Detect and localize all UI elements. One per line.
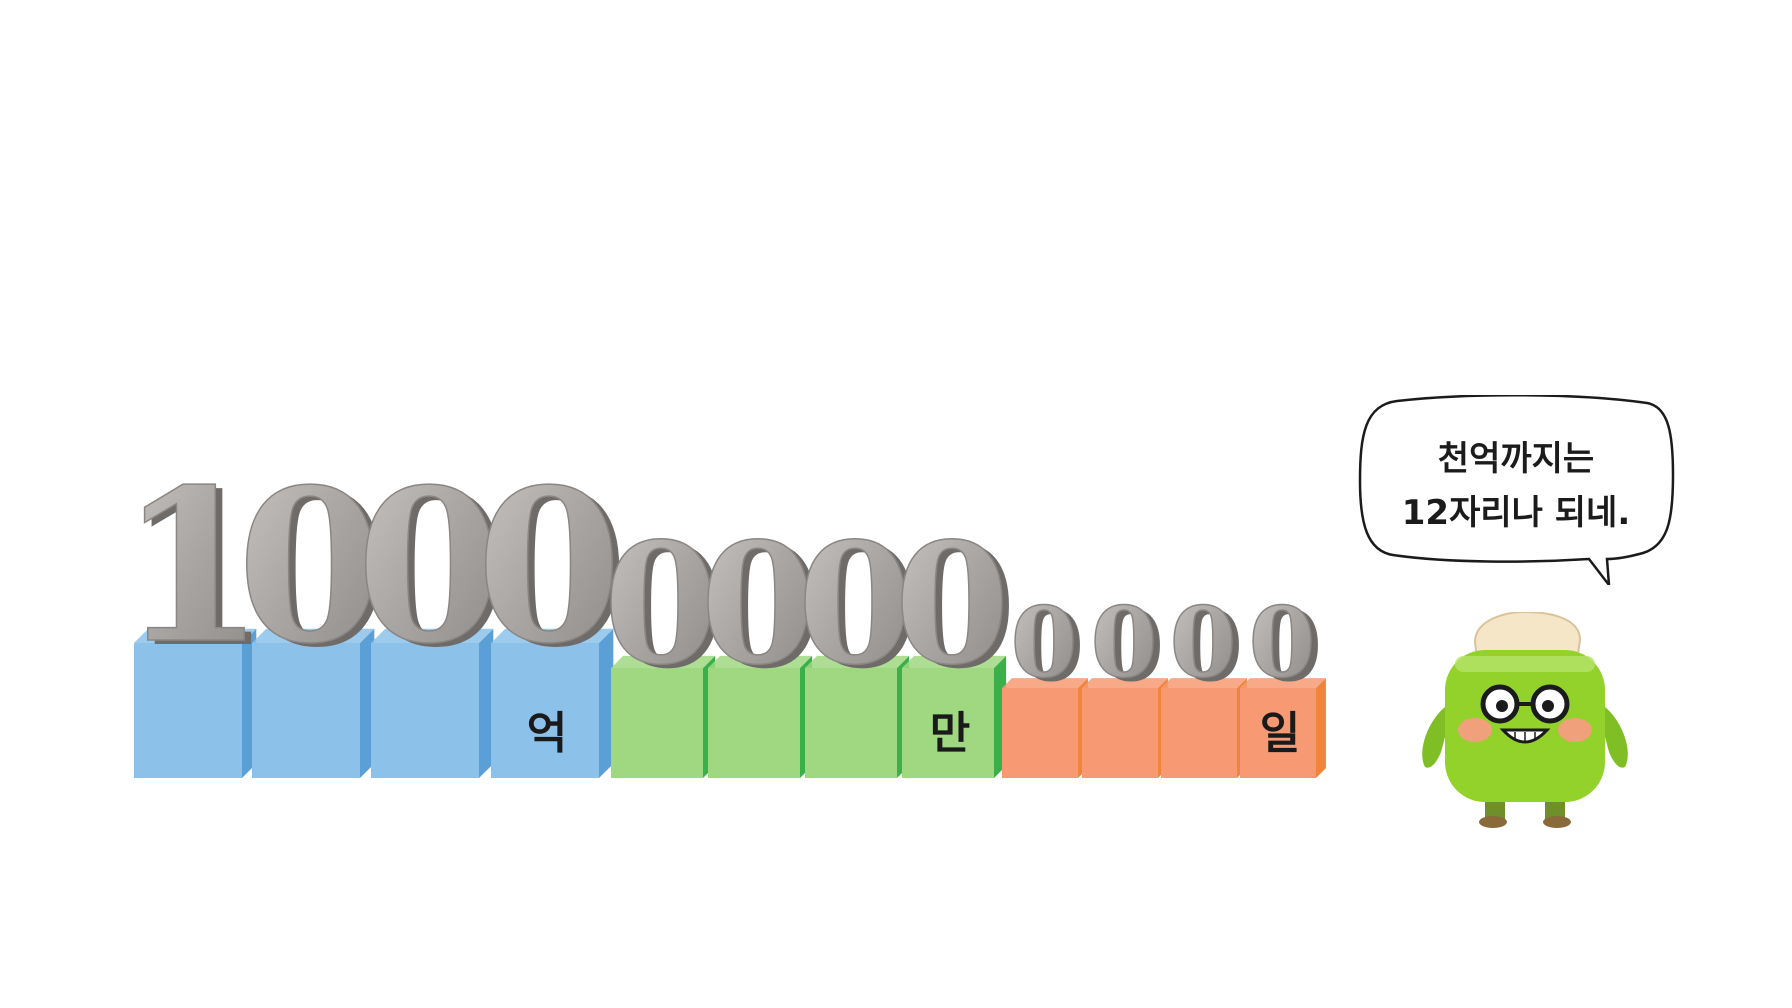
digit-eok-4: 00 (475, 442, 629, 694)
digit-il-1: 00 (1010, 585, 1085, 703)
place-block-eok-4 (491, 628, 614, 778)
svg-text:0: 0 (1011, 586, 1078, 699)
place-block-il-1 (1002, 678, 1088, 778)
place-block-il-4 (1240, 678, 1326, 778)
unit-label-il: 일 (1260, 708, 1300, 759)
digit-il-3: 00 (1169, 585, 1244, 703)
place-block-man-4 (902, 655, 1007, 778)
svg-text:1: 1 (119, 443, 265, 690)
speech-bubble (1358, 395, 1675, 585)
svg-text:0: 0 (1256, 590, 1323, 703)
digit-man-3: 00 (796, 506, 920, 706)
speech-line-2: 12자리나 되네. (1401, 493, 1631, 533)
unit-label-eok: 억 (527, 708, 567, 759)
digit-eok-3: 00 (355, 442, 509, 694)
svg-text:0: 0 (483, 447, 629, 694)
svg-text:1: 1 (126, 447, 272, 694)
svg-text:0: 0 (707, 511, 823, 706)
svg-text:0: 0 (237, 443, 383, 690)
place-block-eok-2 (252, 628, 375, 778)
digit-man-4: 00 (893, 506, 1017, 706)
speech-text: 천억까지는 12자리나 되네. (1357, 432, 1675, 540)
speech-line-1: 천억까지는 (1437, 439, 1595, 479)
svg-text:0: 0 (894, 507, 1010, 702)
svg-text:0: 0 (1098, 590, 1165, 703)
svg-text:0: 0 (603, 507, 719, 702)
svg-text:0: 0 (901, 511, 1017, 706)
svg-text:0: 0 (244, 447, 390, 694)
digit-il-2: 00 (1090, 585, 1165, 703)
svg-text:0: 0 (700, 507, 816, 702)
svg-text:0: 0 (797, 507, 913, 702)
digit-il-4: 00 (1248, 585, 1323, 703)
svg-text:0: 0 (1091, 586, 1158, 699)
digit-man-2: 00 (699, 506, 823, 706)
svg-text:0: 0 (1177, 590, 1244, 703)
toaster-character-icon (1422, 612, 1628, 828)
svg-text:0: 0 (1018, 590, 1085, 703)
place-block-eok-3 (371, 628, 494, 778)
digit-man-1: 00 (602, 506, 726, 706)
svg-text:0: 0 (363, 447, 509, 694)
place-block-man-2 (708, 655, 813, 778)
svg-text:0: 0 (1170, 586, 1237, 699)
digit-eok-2: 00 (236, 442, 390, 694)
place-block-man-1 (611, 655, 716, 778)
svg-text:0: 0 (1249, 586, 1316, 699)
svg-text:0: 0 (804, 511, 920, 706)
svg-text:0: 0 (476, 443, 622, 690)
place-block-il-3 (1161, 678, 1247, 778)
svg-text:0: 0 (610, 511, 726, 706)
digit-eok-1: 11 (118, 442, 272, 694)
svg-text:0: 0 (356, 443, 502, 690)
unit-label-man: 만 (930, 708, 970, 759)
